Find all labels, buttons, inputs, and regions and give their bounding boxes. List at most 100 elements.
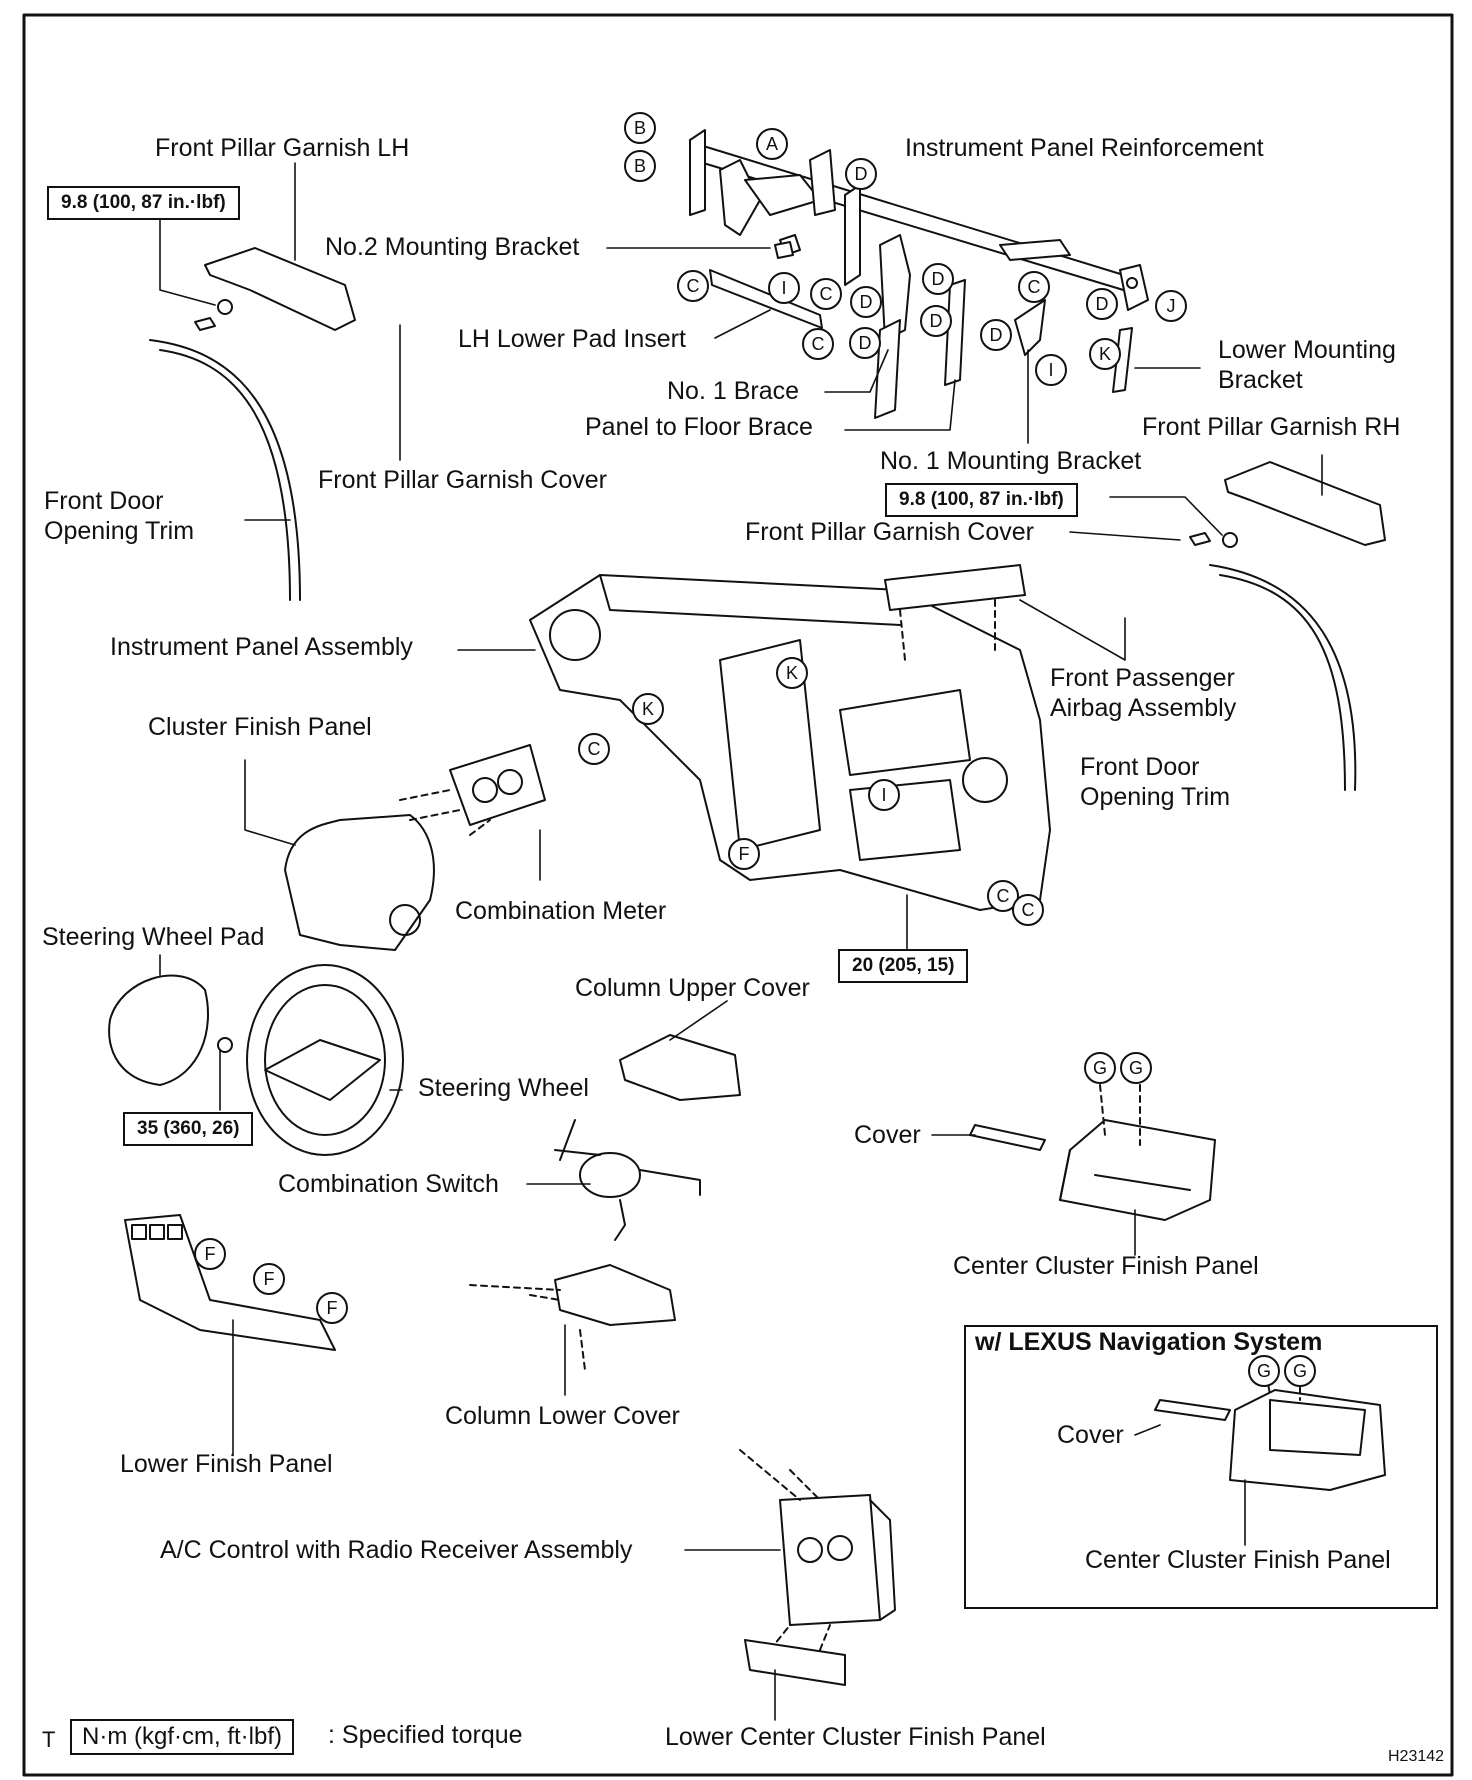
lh-lower-pad-insert-part [709,269,823,329]
label-center-cluster-finish-panel: Center Cluster Finish Panel [953,1252,1259,1280]
label-steering-wheel: Steering Wheel [418,1074,589,1102]
panel-to-floor-brace-part [944,279,966,386]
legend-text: : Specified torque [328,1721,523,1749]
steering-wheel-pad-part [108,974,209,1086]
center-cluster-finish-panel-part [1059,1084,1216,1221]
callout-g: G [1284,1355,1316,1387]
callout-i: I [768,272,800,304]
label-no1-mounting-bracket: No. 1 Mounting Bracket [880,447,1142,475]
label-front-pillar-garnish-cover-left: Front Pillar Garnish Cover [318,466,607,494]
cluster-finish-panel-part [284,814,435,951]
callout-d: D [920,305,952,337]
instrument-panel-assembly-part [529,574,1051,911]
callout-f: F [728,838,760,870]
callout-a: A [756,128,788,160]
label-column-lower-cover: Column Lower Cover [445,1402,680,1430]
no1-mounting-bracket-part [1014,299,1046,356]
column-upper-cover-part [619,1034,741,1101]
front-pillar-garnish-rh-part [1224,461,1386,546]
callout-k: K [632,693,664,725]
callout-g: G [1120,1052,1152,1084]
front-pillar-garnish-lh-part [204,247,356,331]
outer-frame [22,13,1454,1777]
callout-c: C [802,328,834,360]
torque-box-panel-bolt: 20 (205, 15) [838,949,969,983]
front-door-opening-trim-rh-part [1209,564,1357,791]
label-nav-center-cluster-finish-panel: Center Cluster Finish Panel [1085,1546,1391,1574]
label-nav-cover: Cover [1057,1421,1124,1449]
no2-mounting-bracket-part [774,241,794,259]
torque-box-steering-nut: 35 (360, 26) [123,1112,254,1146]
label-cover: Cover [854,1121,921,1149]
callout-c: C [1012,894,1044,926]
front-door-opening-trim-lh-part [149,339,301,601]
callout-c: C [578,733,610,765]
label-ac-control-radio: A/C Control with Radio Receiver Assembly [160,1536,633,1564]
label-no2-mounting-bracket: No.2 Mounting Bracket [325,233,580,261]
callout-d: D [850,286,882,318]
label-front-door-opening-trim-left: Front Door Opening Trim [44,487,195,545]
front-passenger-airbag-part [884,564,1026,611]
callout-d: D [980,319,1012,351]
label-instrument-panel-reinforcement: Instrument Panel Reinforcement [905,134,1264,162]
torque-box-pillar-lh: 9.8 (100, 87 in.·lbf) [47,186,240,220]
callout-b: B [624,112,656,144]
steering-wheel-part [246,964,404,1156]
label-instrument-panel-assembly: Instrument Panel Assembly [110,633,413,661]
nav-inset-frame [964,1325,1438,1609]
callout-d: D [922,263,954,295]
legend-unit-box: N·m (kgf·cm, ft·lbf) [70,1719,294,1755]
label-combination-meter: Combination Meter [455,897,667,925]
callout-j: J [1155,290,1187,322]
label-steering-wheel-pad: Steering Wheel Pad [42,923,265,951]
label-combination-switch: Combination Switch [278,1170,499,1198]
bolt-icon [217,299,233,315]
callout-k: K [1089,338,1121,370]
label-front-door-opening-trim-right: Front Door Opening Trim [1080,753,1231,811]
label-cluster-finish-panel: Cluster Finish Panel [148,713,372,741]
combination-switch-part [554,1119,701,1241]
callout-d: D [849,327,881,359]
callout-c: C [677,270,709,302]
label-column-upper-cover: Column Upper Cover [575,974,810,1002]
label-lower-center-cluster-finish-panel: Lower Center Cluster Finish Panel [665,1723,1046,1751]
label-no1-brace: No. 1 Brace [667,377,800,405]
ac-control-radio-part [739,1449,896,1651]
column-lower-cover-part [554,1264,676,1326]
callout-f: F [194,1238,226,1270]
figure-code: H23142 [1388,1748,1445,1765]
nav-inset-title: w/ LEXUS Navigation System [975,1328,1323,1356]
callout-f: F [316,1292,348,1324]
callout-d: D [1086,288,1118,320]
callout-g: G [1084,1052,1116,1084]
pillar-cover-rh-part [1189,532,1211,546]
label-front-pillar-garnish-rh: Front Pillar Garnish RH [1142,413,1401,441]
label-lower-finish-panel: Lower Finish Panel [120,1450,333,1478]
no1-brace-part [874,319,901,419]
label-front-pillar-garnish-cover-right: Front Pillar Garnish Cover [745,518,1034,546]
callout-c: C [1018,271,1050,303]
callout-k: K [776,657,808,689]
label-front-passenger-airbag: Front Passenger Airbag Assembly [1050,664,1237,722]
cover-part [969,1124,1046,1151]
instrument-panel-reinforcement-part [689,129,1149,341]
nav-cover-part [1154,1399,1231,1421]
callout-g: G [1248,1355,1280,1387]
pillar-cover-lh-part [194,317,216,331]
callout-i: I [1035,354,1067,386]
lower-mounting-bracket-part [1112,327,1133,393]
label-lower-mounting-bracket: Lower Mounting Bracket [1218,336,1396,394]
leader-lines [159,162,1323,1721]
callout-b: B [624,150,656,182]
callout-c: C [810,278,842,310]
label-panel-to-floor-brace: Panel to Floor Brace [585,413,813,441]
callout-i: I [868,779,900,811]
lower-finish-panel-part [124,1214,336,1351]
torque-box-pillar-rh: 9.8 (100, 87 in.·lbf) [885,483,1078,517]
lower-center-cluster-finish-panel-part [744,1639,846,1686]
label-front-pillar-garnish-lh: Front Pillar Garnish LH [155,134,410,162]
bolt-icon [1222,532,1238,548]
label-lh-lower-pad-insert: LH Lower Pad Insert [458,325,686,353]
callout-f: F [253,1263,285,1295]
